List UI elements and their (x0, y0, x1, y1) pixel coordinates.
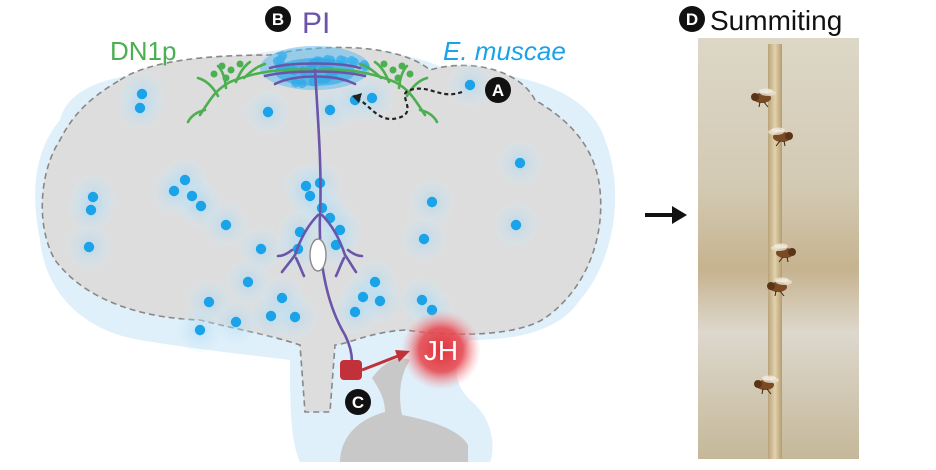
spore-dot (374, 295, 386, 307)
spore-dot (85, 204, 97, 216)
spore-dot (255, 243, 267, 255)
spore-dot (179, 174, 191, 186)
dn1p-label: DN1p (110, 36, 176, 66)
spore-dot (168, 185, 180, 197)
ventral-nerve-cord (340, 358, 468, 462)
spore-dot (416, 294, 428, 306)
summiting-label: Summiting (710, 5, 842, 36)
jh-label: JH (424, 335, 458, 366)
spore-dot (134, 102, 146, 114)
ca-to-jh-arrow (361, 350, 410, 372)
summiting-fly (767, 277, 792, 297)
spore-dot (426, 196, 438, 208)
spore-dot (330, 239, 342, 251)
dn1p-cell-bodies (210, 60, 414, 82)
spore-dot (510, 219, 522, 231)
spore-dot (87, 191, 99, 203)
spore-dot (136, 88, 148, 100)
svg-text:A: A (492, 81, 504, 100)
summiting-fly (751, 88, 776, 108)
spore-dot (186, 190, 198, 202)
marker-a: A (485, 77, 511, 103)
spore-dot (203, 296, 215, 308)
spore-dot (366, 92, 378, 104)
svg-text:D: D (686, 10, 698, 29)
spore-dot (230, 316, 242, 328)
corpora-allata (340, 360, 362, 380)
spore-dot (369, 276, 381, 288)
spore-dot (304, 190, 316, 202)
dn1p-neurons (186, 60, 439, 124)
summiting-fly (768, 127, 793, 147)
spore-dot (289, 311, 301, 323)
spore-dot (242, 276, 254, 288)
spore-dot (514, 157, 526, 169)
spore-dot (83, 241, 95, 253)
spore-dot (357, 291, 369, 303)
spore-dot (276, 292, 288, 304)
spore-dot (220, 219, 232, 231)
svg-text:C: C (352, 393, 364, 412)
fly-group (751, 88, 796, 395)
summiting-photo (698, 38, 859, 459)
spore-dot (300, 180, 312, 192)
spore-dot (316, 202, 328, 214)
spore-dot (262, 106, 274, 118)
to-summiting-arrow (645, 206, 687, 224)
e-muscae-label: E. muscae (443, 36, 566, 66)
pi-label: PI (302, 7, 330, 40)
jh-glow (401, 310, 481, 390)
entry-dashed-arrow (352, 87, 463, 121)
spore-dot (349, 306, 361, 318)
marker-c: C (345, 389, 371, 415)
marker-d: D (679, 6, 705, 32)
svg-text:B: B (272, 10, 284, 29)
spore-dot (194, 324, 206, 336)
spore-dot (418, 233, 430, 245)
spore-dot (464, 79, 476, 91)
spore-dot (324, 104, 336, 116)
marker-b: B (265, 6, 291, 32)
spore-dot (334, 224, 346, 236)
spore-dot (195, 200, 207, 212)
summiting-fly (754, 375, 779, 395)
pi-to-cc-oval (309, 238, 327, 272)
spore-dot (265, 310, 277, 322)
summiting-fly (771, 243, 796, 263)
